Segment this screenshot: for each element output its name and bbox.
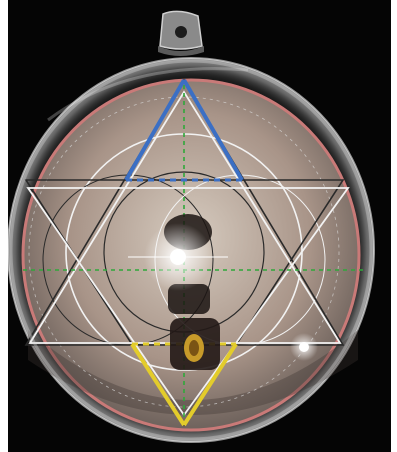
hanger-loop-icon [158, 10, 204, 56]
ornament-photo [8, 0, 391, 452]
ornament-scene [8, 10, 375, 443]
light-glare [47, 67, 318, 361]
yellow-triangle [130, 342, 238, 427]
blue-triangle [124, 78, 244, 182]
